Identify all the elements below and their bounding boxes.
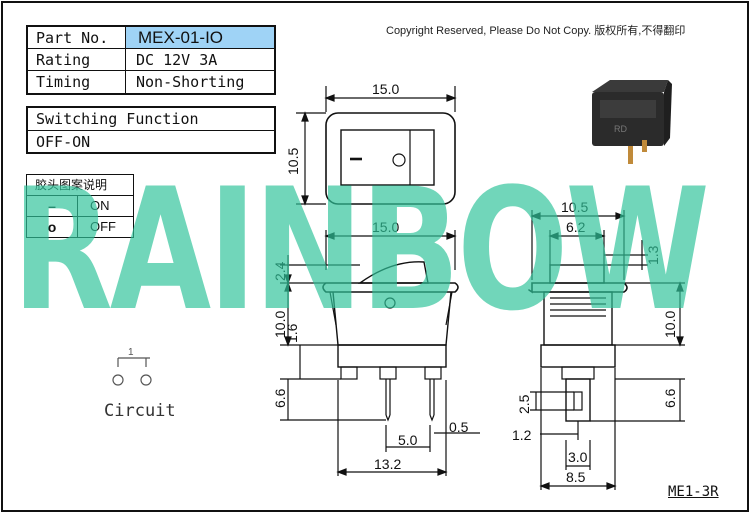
product-photo: RD bbox=[592, 80, 672, 164]
side-view bbox=[528, 210, 685, 490]
dim-top-height: 10.5 bbox=[285, 148, 301, 175]
spec-value: DC 12V 3A bbox=[136, 51, 218, 69]
spec-row-rating: Rating DC 12V 3A bbox=[28, 49, 274, 71]
dim-base-width: 13.2 bbox=[374, 456, 401, 472]
legend-state: OFF bbox=[90, 219, 116, 234]
dim-side-pin-width: 3.0 bbox=[568, 449, 588, 465]
dim-front-cap: 2.4 bbox=[272, 261, 288, 281]
spec-label: Rating bbox=[28, 49, 126, 70]
dim-front-terminal: 6.6 bbox=[272, 388, 288, 408]
legend-row: – ON bbox=[27, 195, 133, 216]
switching-function-value: OFF-ON bbox=[36, 133, 91, 151]
legend-title: 胶头图案说明 bbox=[35, 178, 108, 192]
copyright-notice: Copyright Reserved, Please Do Not Copy. … bbox=[386, 25, 686, 37]
dim-side-body: 10.0 bbox=[662, 311, 678, 338]
part-number: MEX-01-IO bbox=[126, 27, 274, 48]
spec-row-part: Part No. MEX-01-IO bbox=[28, 27, 274, 49]
circuit-terminal-number: 1 bbox=[128, 347, 134, 358]
dim-front-width: 15.0 bbox=[372, 219, 399, 235]
circle-symbol-icon: o bbox=[27, 217, 78, 237]
front-view bbox=[280, 230, 480, 476]
dim-top-width: 15.0 bbox=[372, 81, 399, 97]
spec-label: Part No. bbox=[28, 27, 126, 48]
circuit-symbol bbox=[112, 357, 152, 386]
circuit-label: Circuit bbox=[104, 401, 176, 421]
legend-row: o OFF bbox=[27, 216, 133, 237]
dash-symbol-icon: – bbox=[27, 196, 78, 216]
switching-function-box: Switching Function OFF-ON bbox=[26, 106, 276, 154]
dim-terminal-gap: 5.0 bbox=[398, 432, 418, 448]
dim-side-cap-height: 1.3 bbox=[645, 245, 661, 265]
spec-table: Part No. MEX-01-IO Rating DC 12V 3A Timi… bbox=[26, 25, 276, 95]
dim-terminal-thickness: 0.5 bbox=[449, 419, 469, 435]
spec-label: Timing bbox=[28, 71, 126, 93]
cap-legend: 胶头图案说明 – ON o OFF bbox=[26, 174, 134, 238]
dim-side-slot: 2.5 bbox=[516, 394, 532, 414]
dim-side-width: 10.5 bbox=[561, 199, 588, 215]
dim-side-terminal: 6.6 bbox=[662, 388, 678, 408]
model-code: ME1-3R bbox=[668, 484, 719, 500]
dim-side-pin: 1.2 bbox=[512, 427, 532, 443]
dim-side-cap-width: 6.2 bbox=[566, 219, 586, 235]
spec-value: Non-Shorting bbox=[136, 73, 245, 91]
dim-front-flange: 1.6 bbox=[284, 323, 300, 343]
switching-function-title: Switching Function bbox=[28, 108, 274, 131]
spec-row-timing: Timing Non-Shorting bbox=[28, 71, 274, 93]
top-view bbox=[296, 86, 457, 206]
photo-brand-mark: RD bbox=[614, 124, 627, 134]
legend-state: ON bbox=[90, 198, 110, 213]
dim-side-base: 8.5 bbox=[566, 469, 586, 485]
dim-front-body: 10.0 bbox=[272, 311, 288, 338]
